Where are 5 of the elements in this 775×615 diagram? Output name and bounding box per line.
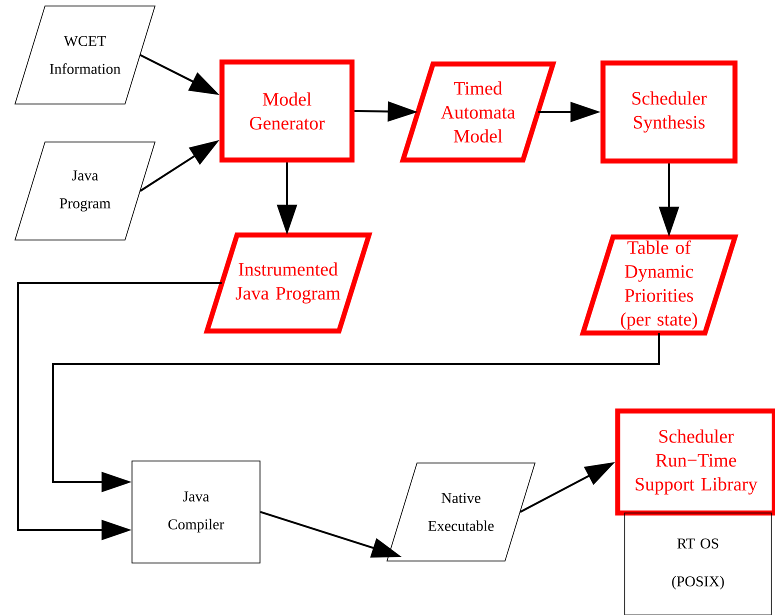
library-box: Scheduler Run−Time Support Library <box>615 408 775 516</box>
os-box: RT OS (POSIX) <box>624 512 772 615</box>
process-box: Model Generator <box>220 60 354 162</box>
process-box: Java Compiler <box>132 460 260 564</box>
process-box: Scheduler Synthesis <box>600 60 738 164</box>
